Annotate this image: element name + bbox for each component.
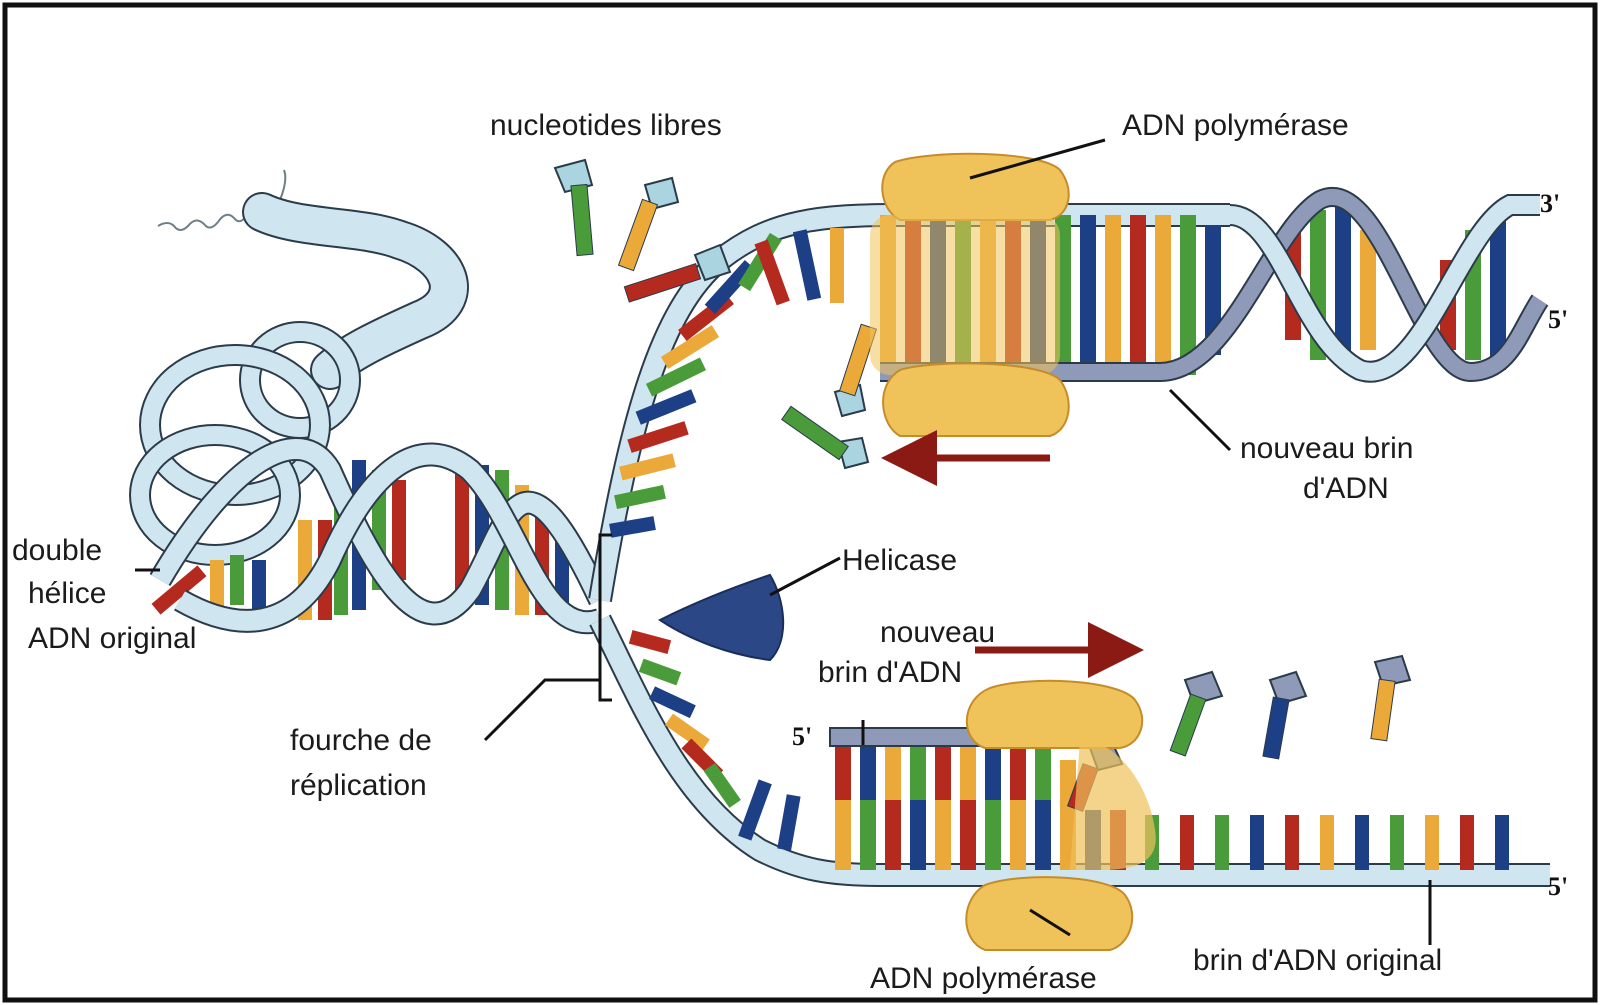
label-new-strand-mid-2: brin d'ADN <box>818 656 962 689</box>
upper-strand-bases <box>609 228 844 538</box>
label-polymerase-top: ADN polymérase <box>1122 109 1349 142</box>
free-nucleotides-bottom <box>1066 654 1412 812</box>
label-fork-2: réplication <box>290 769 427 802</box>
label-double-helix-3: ADN original <box>28 622 196 655</box>
label-new-strand-top-1: nouveau brin <box>1240 432 1413 465</box>
lower-new-strand-top-bases <box>835 740 1051 800</box>
label-free-nucleotides: nucleotides libres <box>490 109 722 142</box>
replication-fork-bracket <box>598 533 612 702</box>
label-top-3prime: 3' <box>1540 189 1560 218</box>
label-fork-1: fourche de <box>290 724 432 757</box>
label-bottom-5prime: 5' <box>1548 872 1568 901</box>
label-original-strand: brin d'ADN original <box>1193 944 1442 977</box>
label-polymerase-bottom: ADN polymérase <box>870 962 1097 995</box>
label-double-helix-1: double <box>12 534 102 567</box>
leader-lines <box>135 138 1432 945</box>
new-strand-backbone-top <box>880 187 1549 383</box>
label-new-strand-top-2: d'ADN <box>1303 472 1389 505</box>
helicase-shape <box>658 573 785 662</box>
label-double-helix-2: hélice <box>28 577 106 610</box>
label-top-5prime: 5' <box>1548 305 1568 334</box>
label-helicase: Helicase <box>842 544 957 577</box>
label-new-strand-mid-1: nouveau <box>880 616 995 649</box>
label-mid-5prime: 5' <box>792 722 812 751</box>
free-nucleotides-top <box>553 158 878 470</box>
polymerase-bottom <box>965 679 1156 951</box>
polymerase-top <box>870 152 1070 437</box>
original-helix-backbones <box>149 437 611 635</box>
